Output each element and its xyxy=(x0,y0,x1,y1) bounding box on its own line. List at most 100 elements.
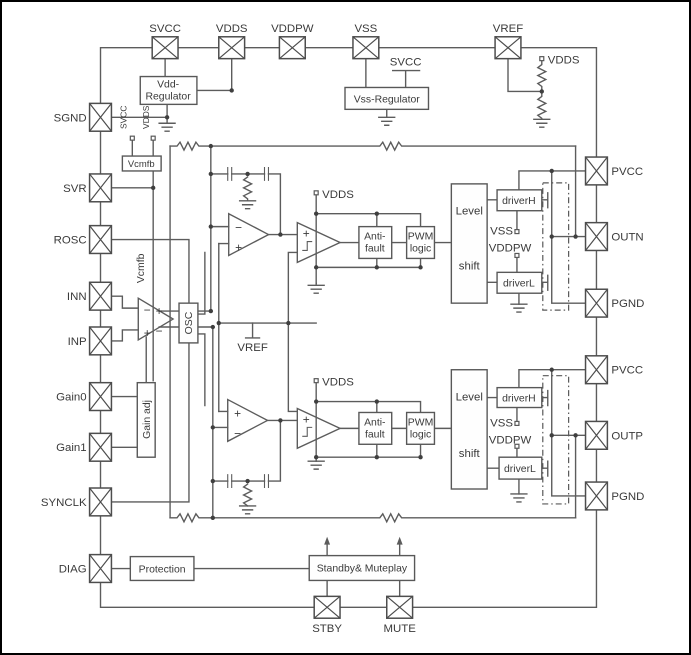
block-vss-regulator: Vss-Regulator xyxy=(344,86,430,111)
osc-wires xyxy=(111,238,206,503)
svcc-mini-label: SVCC xyxy=(118,106,128,129)
chip-boundary xyxy=(99,47,598,608)
block-driver-h-lower: driverH xyxy=(496,386,543,409)
vdds-divider-label: VDDS xyxy=(548,55,580,67)
integrator-lower-plus: + xyxy=(234,406,241,420)
pin-label-vref: VREF xyxy=(493,23,523,35)
block-level-shift-lower: Level shift xyxy=(450,369,488,490)
vss-driver-lower-label: VSS xyxy=(490,417,513,429)
pins-right: PVCC OUTN PGND PVCC OUTP PGND xyxy=(584,156,644,511)
upper-channel-wires xyxy=(210,166,587,413)
anti-fault-label: Anti- xyxy=(364,232,385,243)
pin-label-diag: DIAG xyxy=(59,563,87,575)
vcmfb-wires xyxy=(111,139,154,384)
driver-h-label: driverH xyxy=(502,394,536,405)
feedback-wires xyxy=(169,140,577,524)
anti-fault-label: fault xyxy=(365,429,385,440)
vdd-regulator-label: Regulator xyxy=(145,91,191,102)
anti-fault-label: Anti- xyxy=(364,417,385,428)
stby-arrow-icon xyxy=(324,536,331,545)
block-anti-fault-upper: Anti- fault xyxy=(358,225,393,260)
block-driver-l-upper: driverL xyxy=(496,271,543,294)
pin-label-rosc: ROSC xyxy=(54,235,87,247)
pin-label-synclk: SYNCLK xyxy=(41,497,87,509)
comparator-lower-plus: + xyxy=(303,412,310,426)
pin-label-vss: VSS xyxy=(354,23,377,35)
pin-label-pgnd-lower: PGND xyxy=(611,491,644,503)
block-level-shift-upper: Level shift xyxy=(450,183,488,304)
protection-label: Protection xyxy=(139,564,186,575)
pins-top: SVCC VDDS VDDPW VSS VREF xyxy=(149,23,523,60)
pin-label-svcc: SVCC xyxy=(149,23,181,35)
level-shift-label: Level xyxy=(456,392,483,404)
pin-label-svr: SVR xyxy=(63,183,86,195)
vdds-comparator-upper-label: VDDS xyxy=(322,189,354,201)
vddpw-driver-upper-label: VDDPW xyxy=(489,242,532,254)
vcmfb-wire-label: Vcmfb xyxy=(136,253,147,283)
level-shift-label: shift xyxy=(459,448,481,460)
gain-adj-label: Gain adj xyxy=(142,400,153,439)
block-pwm-logic-upper: PWM logic xyxy=(405,225,436,260)
mute-arrow-icon xyxy=(396,536,403,545)
driver-h-label: driverH xyxy=(502,196,536,207)
pin-label-mute: MUTE xyxy=(384,623,417,635)
pwm-logic-label: PWM xyxy=(408,232,433,243)
pin-label-pgnd-upper: PGND xyxy=(611,298,644,310)
pin-label-gain1: Gain1 xyxy=(56,442,86,454)
lower-channel-wires xyxy=(212,369,587,507)
supply-node-squares xyxy=(129,56,545,449)
pwm-logic-label: logic xyxy=(410,429,431,440)
integrator-upper-minus: − xyxy=(235,221,242,235)
vcmfb-label: Vcmfb xyxy=(128,159,155,170)
block-gain-adj: Gain adj xyxy=(136,381,156,458)
block-protection: Protection xyxy=(129,555,195,582)
block-anti-fault-lower: Anti- fault xyxy=(358,411,393,445)
block-osc: OSC xyxy=(178,302,199,344)
pin-label-outp: OUTP xyxy=(611,430,643,442)
vdds-comparator-lower-label: VDDS xyxy=(322,377,354,389)
pin-label-pvcc-upper: PVCC xyxy=(611,166,643,178)
integrator-upper-plus: + xyxy=(235,240,242,254)
pin-label-vddpw: VDDPW xyxy=(271,23,314,35)
pin-label-inn: INN xyxy=(67,291,87,303)
standby-muteplay-label: Standby& Muteplay xyxy=(317,564,408,575)
osc-label: OSC xyxy=(184,311,195,334)
pins-left: SGND SVR ROSC INN INP Gain0 Gain1 SYNCLK… xyxy=(41,102,113,584)
comparator-upper-plus: + xyxy=(303,227,310,241)
junction-dots xyxy=(150,88,578,521)
pin-label-outn: OUTN xyxy=(611,232,643,244)
vss-driver-upper-label: VSS xyxy=(490,226,513,238)
level-shift-label: shift xyxy=(459,260,481,272)
bottom-control-wires xyxy=(111,536,403,598)
input-stage-wires xyxy=(111,295,214,448)
block-driver-l-lower: driverL xyxy=(498,456,543,480)
svcc-supply-label: SVCC xyxy=(390,57,422,69)
driver-l-label: driverL xyxy=(504,464,536,475)
net-labels: SVCC VDDS SVCC VDDS Vcmfb VDDS VDDS VREF… xyxy=(118,55,579,447)
driver-l-label: driverL xyxy=(503,278,535,289)
pwm-logic-label: PWM xyxy=(408,417,433,428)
pin-label-vdds: VDDS xyxy=(216,23,248,35)
pins-bottom: STBY MUTE xyxy=(312,595,417,635)
input-opamp-minus: − xyxy=(144,303,151,317)
block-driver-h-upper: driverH xyxy=(496,189,543,212)
pin-label-inp: INP xyxy=(68,336,87,348)
pin-label-stby: STBY xyxy=(312,623,342,635)
ground-symbols xyxy=(158,116,551,515)
pin-label-pvcc-lower: PVCC xyxy=(611,365,643,377)
anti-fault-label: fault xyxy=(365,243,385,254)
vref-mid-label: VREF xyxy=(237,342,267,354)
vdd-regulator-label: Vdd- xyxy=(157,79,179,90)
pin-label-sgnd: SGND xyxy=(54,112,87,124)
input-opamp-minus: − xyxy=(156,324,163,338)
pwm-logic-label: logic xyxy=(410,243,431,254)
block-pwm-logic-lower: PWM logic xyxy=(405,411,436,445)
integrator-lower-minus: − xyxy=(234,426,241,440)
opamp-signs: − + + − − + + − + + xyxy=(144,221,310,441)
level-shift-label: Level xyxy=(456,206,483,218)
block-standby-muteplay: Standby& Muteplay xyxy=(308,554,416,582)
vddpw-driver-lower-label: VDDPW xyxy=(489,434,532,446)
pin-label-gain0: Gain0 xyxy=(56,392,86,404)
